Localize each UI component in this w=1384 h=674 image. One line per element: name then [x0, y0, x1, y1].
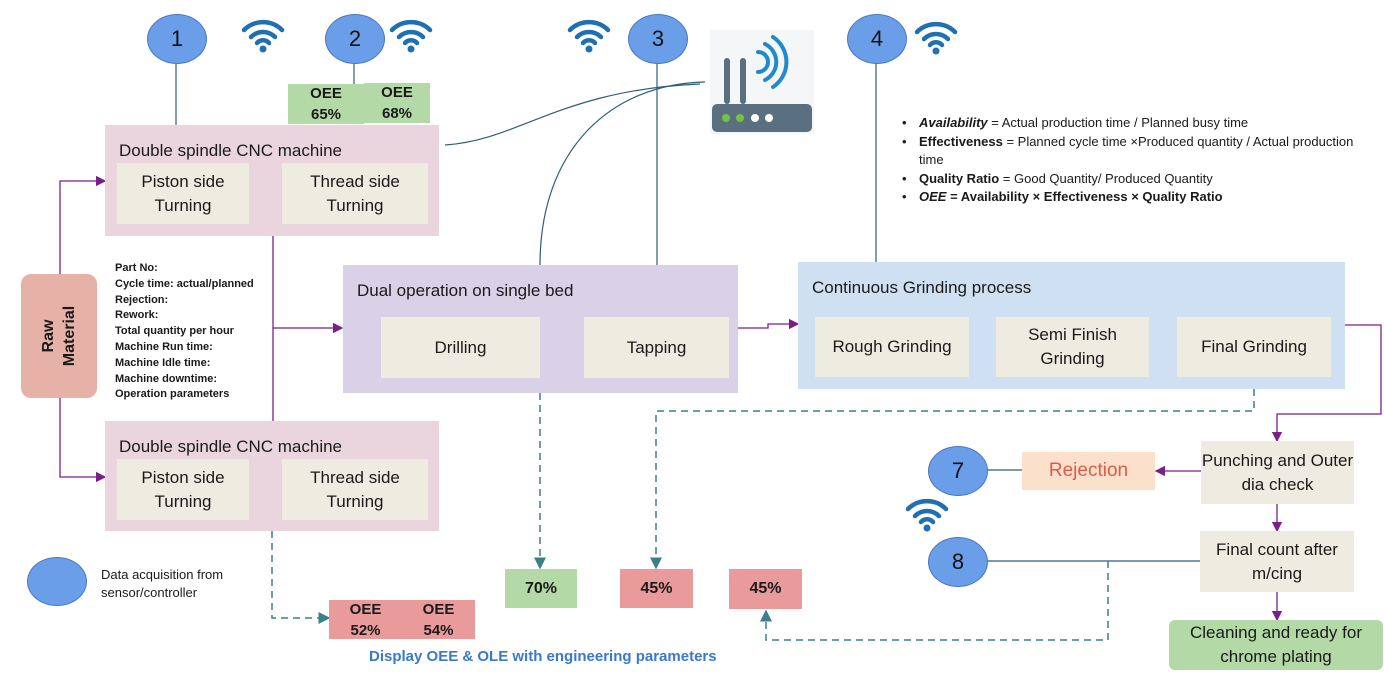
- percentage-45-b: 45%: [729, 569, 802, 609]
- data-point-1-circle: 1: [147, 14, 207, 64]
- dual-operation-panel: Dual operation on single bed Drilling Ta…: [343, 265, 738, 393]
- data-point-4-circle: 4: [847, 14, 907, 64]
- oee-top-2: OEE 68%: [364, 83, 430, 123]
- thread-side-turning-box: Thread side Turning: [282, 163, 428, 224]
- data-point-8-circle: 8: [928, 537, 988, 587]
- definition-oee: OEE = Availability × Effectiveness × Qua…: [900, 188, 1375, 207]
- caption: Display OEE & OLE with engineering param…: [369, 648, 717, 665]
- wifi-router-icon: [710, 30, 814, 134]
- rough-grinding-box: Rough Grinding: [815, 317, 969, 377]
- final-grinding-box: Final Grinding: [1177, 317, 1331, 377]
- thread-side-turning-box: Thread side Turning: [282, 459, 428, 520]
- oee-value: 68%: [381, 105, 413, 122]
- raw-material-label: Raw Material: [40, 305, 78, 367]
- cnc-machine-2: Double spindle CNC machine Piston side T…: [105, 421, 439, 531]
- definition-effectiveness: Effectiveness = Planned cycle time ×Prod…: [900, 133, 1375, 170]
- grinding-panel: Continuous Grinding process Rough Grindi…: [798, 262, 1345, 389]
- oee-value: 52%: [350, 621, 381, 639]
- drilling-box: Drilling: [381, 317, 540, 378]
- definition-availability: Availability = Actual production time / …: [900, 114, 1375, 133]
- wifi-icon: [905, 498, 949, 532]
- punching-box: Punching and Outer dia check: [1201, 441, 1354, 504]
- final-count-box: Final count after m/cing: [1200, 531, 1354, 592]
- parameter-item: Cycle time: actual/planned: [115, 277, 254, 290]
- data-point-2-circle: 2: [325, 14, 385, 64]
- oee-bottom-1: OEE 52%: [329, 600, 402, 639]
- rejection-box: Rejection: [1022, 452, 1155, 490]
- parameter-item: Total quantity per hour: [115, 325, 234, 338]
- wifi-icon: [567, 19, 611, 53]
- wifi-icon: [389, 19, 433, 53]
- definition-quality-ratio: Quality Ratio = Good Quantity/ Produced …: [900, 170, 1375, 189]
- wifi-icon: [914, 21, 958, 55]
- oee-definitions: Availability = Actual production time / …: [900, 114, 1375, 207]
- piston-side-turning-box: Piston side Turning: [117, 459, 249, 520]
- oee-top-1: OEE 65%: [288, 84, 364, 124]
- raw-material-box: Raw Material: [21, 274, 97, 398]
- parameter-item: Machine downtime:: [115, 372, 218, 385]
- parameter-item: Machine Idle time:: [115, 356, 211, 369]
- parameter-item: Operation parameters: [115, 388, 230, 401]
- parameter-item: Machine Run time:: [115, 340, 213, 353]
- legend-circle: [27, 557, 87, 606]
- data-point-3-circle: 3: [628, 14, 688, 64]
- oee-value: 65%: [310, 106, 342, 123]
- percentage-45-a: 45%: [620, 569, 693, 608]
- grinding-title: Continuous Grinding process: [812, 278, 1032, 297]
- dual-operation-title: Dual operation on single bed: [357, 281, 574, 300]
- cleaning-box: Cleaning and ready for chrome plating: [1169, 620, 1383, 670]
- tapping-box: Tapping: [584, 317, 729, 378]
- oee-label: OEE: [349, 600, 382, 618]
- parameter-item: Part No:: [115, 262, 158, 274]
- oee-bottom-2: OEE 54%: [402, 600, 475, 639]
- legend-text: Data acquisition from sensor/controller: [101, 567, 224, 600]
- parameters-list: Part No: Cycle time: actual/planned Reje…: [115, 261, 254, 403]
- parameter-item: Rejection:: [115, 293, 169, 306]
- oee-label: OEE: [381, 84, 413, 101]
- semi-finish-grinding-box: Semi Finish Grinding: [996, 317, 1149, 377]
- wifi-icon: [241, 19, 285, 53]
- percentage-70: 70%: [505, 569, 577, 608]
- oee-label: OEE: [422, 600, 455, 618]
- data-point-7-circle: 7: [928, 446, 988, 496]
- oee-value: 54%: [423, 621, 454, 639]
- parameter-item: Rework:: [115, 309, 159, 322]
- oee-label: OEE: [310, 85, 342, 102]
- machine-title: Double spindle CNC machine: [119, 141, 343, 160]
- machine-title: Double spindle CNC machine: [119, 437, 343, 456]
- cnc-machine-1: Double spindle CNC machine Piston side T…: [105, 125, 439, 236]
- piston-side-turning-box: Piston side Turning: [117, 163, 249, 224]
